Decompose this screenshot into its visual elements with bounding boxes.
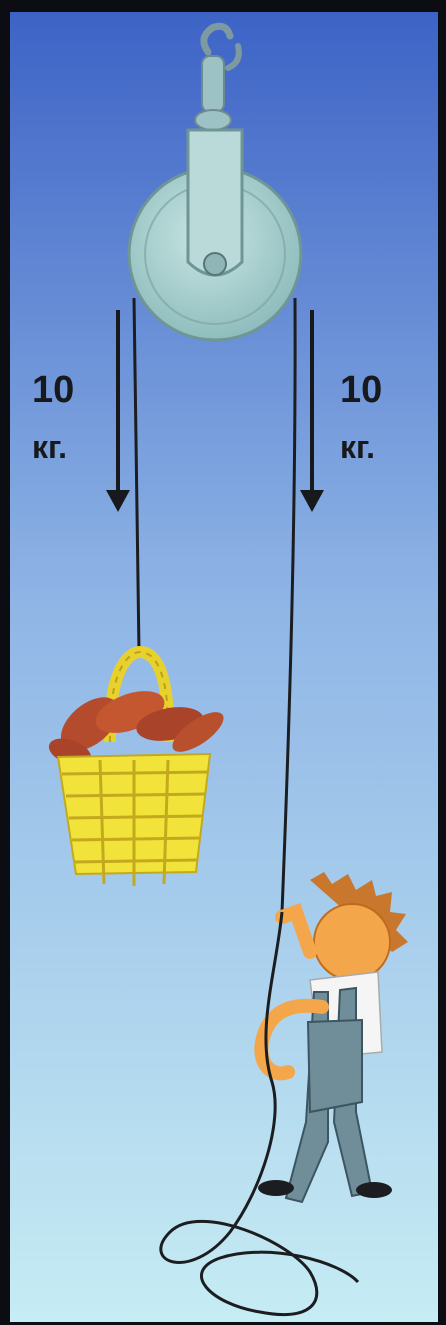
pulley-illustration: 10 кг. 10 кг. xyxy=(10,12,438,1322)
left-force-unit: кг. xyxy=(32,429,67,465)
illustration-panel: 10 кг. 10 кг. xyxy=(10,12,438,1322)
right-force-value: 10 xyxy=(340,369,382,411)
left-force-value: 10 xyxy=(32,369,74,411)
right-force-unit: кг. xyxy=(340,429,375,465)
